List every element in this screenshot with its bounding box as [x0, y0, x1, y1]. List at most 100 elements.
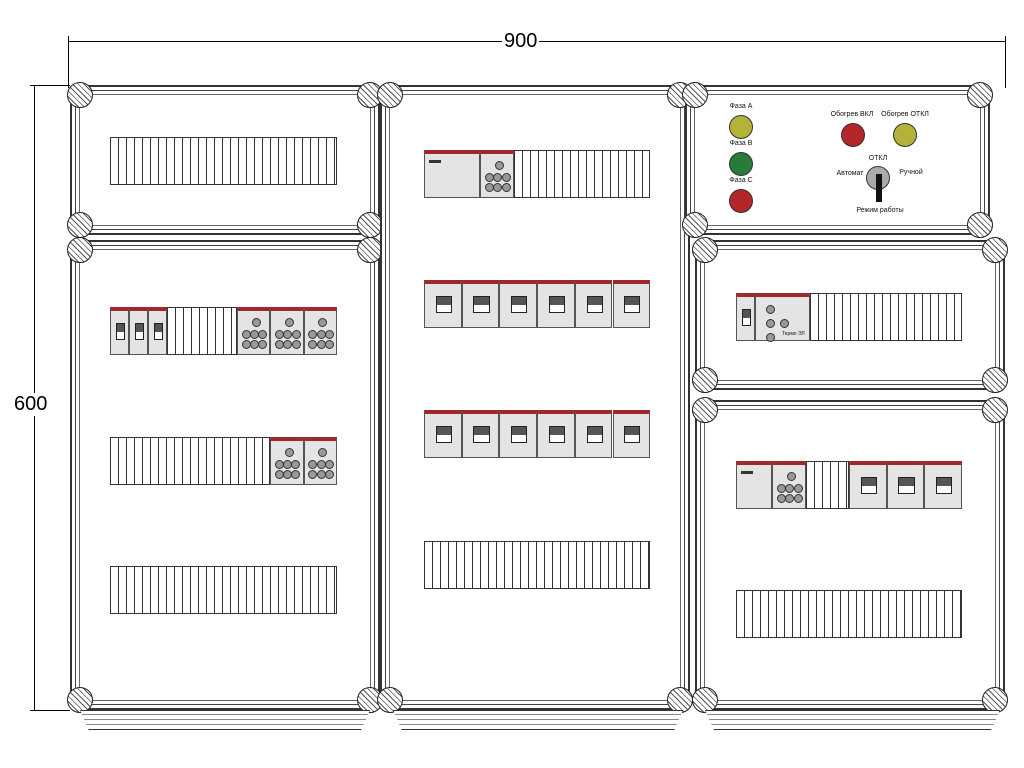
terminal-module [237, 307, 271, 355]
circuit-breaker [886, 461, 925, 509]
mounting-foot [393, 710, 683, 730]
indicator-lamp-5 [893, 123, 917, 147]
lamp-label: Обогрев ОТКЛ [881, 111, 929, 118]
breaker-toggle [135, 323, 144, 340]
breaker-toggle [511, 296, 528, 313]
screw-terminal [324, 330, 334, 339]
circuit-breaker [110, 307, 129, 355]
mounting-foot [705, 710, 1000, 730]
enclosure-box [695, 400, 1005, 710]
lamp-label: Обогрев ВКЛ [830, 111, 874, 118]
device-module [424, 150, 480, 198]
screw-terminal [501, 183, 511, 192]
circuit-breaker [499, 410, 538, 458]
breaker-toggle [742, 309, 751, 326]
indicator-lamp-4 [841, 123, 865, 147]
terminal-module [480, 150, 514, 198]
screw-icon [377, 687, 403, 713]
screw-terminal [501, 173, 511, 182]
terminal-module [270, 437, 304, 485]
screw-terminal [785, 494, 795, 503]
breaker-toggle [548, 426, 566, 443]
din-rail-blank-modules [424, 541, 650, 589]
indicator-lamp-1 [729, 115, 753, 139]
circuit-breaker [924, 461, 963, 509]
screw-terminal [283, 330, 293, 339]
screw-icon [667, 687, 693, 713]
breaker-toggle [624, 296, 641, 313]
screw-terminal [493, 183, 503, 192]
screw-icon [67, 237, 93, 263]
screw-icon [982, 367, 1008, 393]
screw-terminal [308, 470, 318, 479]
screw-terminal [766, 319, 775, 328]
indicator-lamp-2 [729, 152, 753, 176]
screw-terminal [787, 472, 796, 481]
screw-icon [67, 687, 93, 713]
breaker-toggle [473, 426, 490, 443]
circuit-breaker [736, 293, 755, 341]
indicator [429, 160, 441, 163]
screw-icon [357, 237, 383, 263]
screw-terminal [291, 340, 301, 349]
breaker-toggle [548, 296, 566, 313]
circuit-breaker [574, 280, 613, 328]
dimension-tick [1005, 36, 1006, 88]
mounting-foot [80, 710, 370, 730]
switch-bottom-label: Режим работы [856, 207, 904, 214]
screw-terminal [493, 173, 503, 182]
circuit-breaker [537, 410, 575, 458]
screw-icon [967, 82, 993, 108]
screw-icon [682, 82, 708, 108]
screw-terminal [308, 340, 318, 349]
screw-terminal [793, 484, 803, 493]
screw-icon [692, 397, 718, 423]
breaker-toggle [435, 426, 452, 443]
dimension-tick [30, 710, 70, 711]
screw-icon [982, 397, 1008, 423]
lamp-label: Фаза С [729, 177, 753, 184]
screw-icon [682, 212, 708, 238]
screw-terminal [258, 340, 268, 349]
screw-terminal [283, 340, 293, 349]
screw-icon [692, 237, 718, 263]
screw-icon [692, 367, 718, 393]
din-rail-blank-modules [514, 150, 650, 198]
screw-terminal [793, 494, 803, 503]
screw-terminal [291, 470, 301, 479]
screw-terminal [308, 330, 318, 339]
din-rail-blank-modules [806, 461, 849, 509]
screw-terminal [291, 460, 301, 469]
indicator-lamp-3 [729, 189, 753, 213]
switch-left-label: Автомат [836, 170, 864, 177]
screw-icon [982, 687, 1008, 713]
circuit-breaker [612, 280, 651, 328]
circuit-breaker [148, 307, 167, 355]
switch-top-label: ОТКЛ [868, 155, 888, 162]
dimension-tick [68, 36, 69, 88]
screw-terminal [284, 448, 294, 457]
screw-terminal [785, 484, 795, 493]
screw-icon [67, 212, 93, 238]
indicator [741, 471, 753, 474]
circuit-breaker [424, 410, 462, 458]
breaker-toggle [511, 426, 528, 443]
din-rail-blank-modules [810, 293, 962, 341]
circuit-breaker [461, 280, 500, 328]
screw-terminal [251, 318, 261, 327]
switch-handle [876, 174, 882, 202]
switch-right-label: Ручной [899, 169, 923, 176]
screw-icon [692, 687, 718, 713]
terminal-module [772, 461, 806, 509]
screw-terminal [318, 448, 328, 457]
thermostat-module: Термо ЭЛ [755, 293, 810, 342]
din-rail-blank-modules [736, 590, 962, 638]
terminal-module [303, 307, 337, 355]
screw-icon [67, 82, 93, 108]
breaker-toggle [936, 477, 953, 494]
circuit-breaker [537, 280, 575, 328]
breaker-toggle [624, 426, 641, 443]
screw-terminal [284, 318, 294, 327]
breaker-toggle [435, 296, 452, 313]
screw-icon [377, 82, 403, 108]
